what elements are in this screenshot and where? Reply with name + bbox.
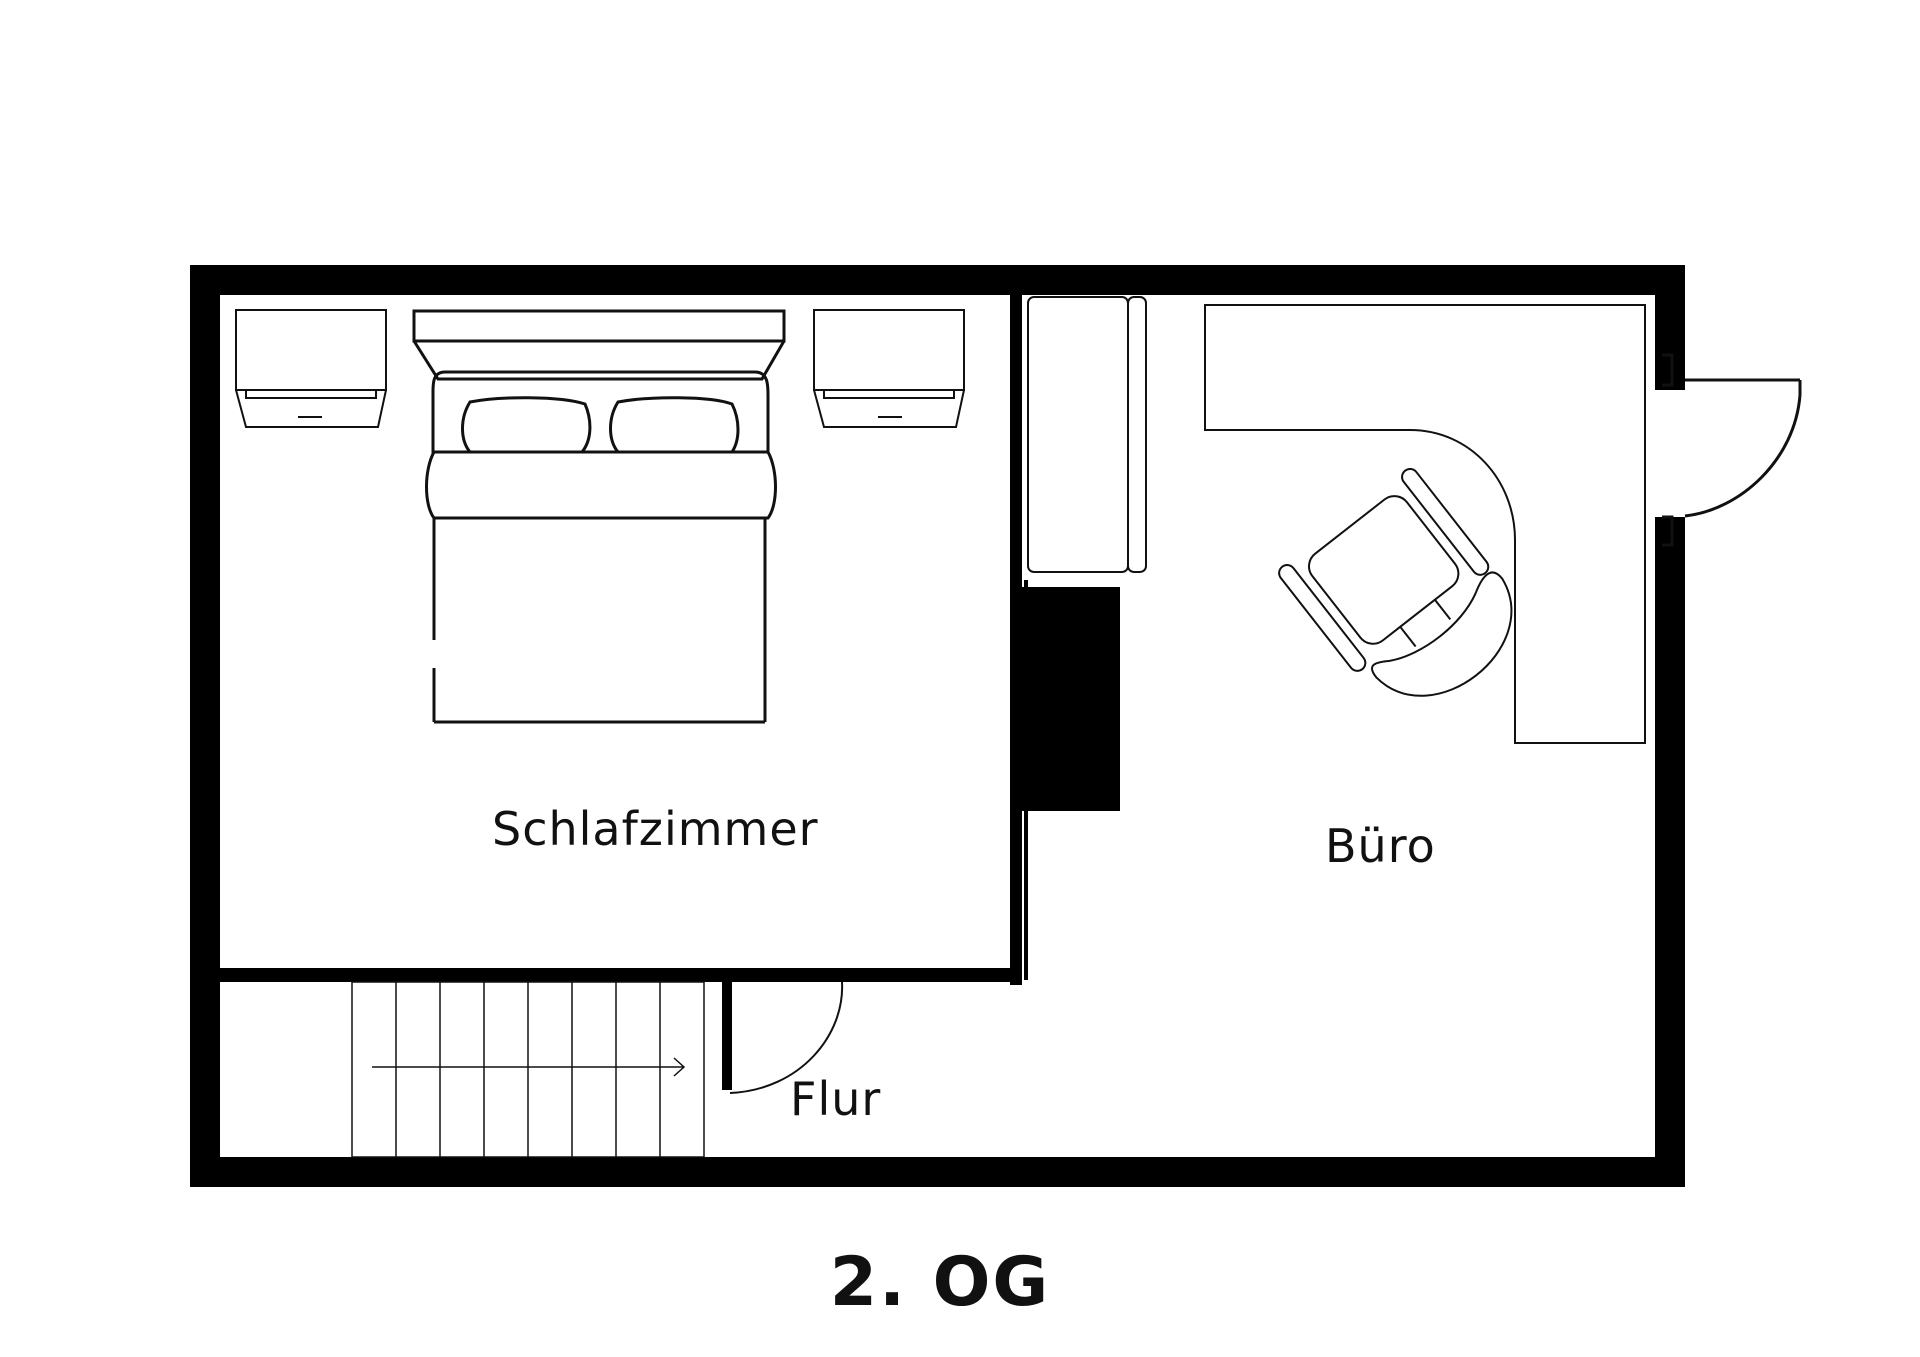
doors [729,353,1802,1094]
staircase [351,981,705,1158]
headboard [412,309,786,381]
bedroom-wall-right [1010,295,1022,985]
column-block [1022,587,1120,811]
outer-wall-top [190,265,1685,295]
outer-wall-left [190,265,220,1187]
corner-desk [1204,304,1646,744]
walls [190,265,1685,1187]
floor-label: 2. OG [830,1243,1050,1322]
sofa [1027,296,1147,573]
pillow-right [609,396,740,454]
bedroom-wall-bottom [220,968,1020,982]
double-bed [425,370,777,724]
pillow-left [461,396,592,454]
stair-direction-arrow [372,1057,686,1077]
nightstand-right [813,309,965,428]
office-chair [1278,467,1513,697]
bedroom-furniture [235,309,965,724]
room-label-office: Büro [1325,819,1436,873]
outer-wall-bottom [190,1157,1685,1187]
hallway-door-jamb [722,982,732,1090]
room-label-hallway: Flur [790,1072,881,1126]
outer-wall-right-upper [1655,265,1685,390]
hallway-door-swing [729,981,844,1094]
office-door [1662,353,1802,547]
office-furniture [1027,296,1646,744]
outer-wall-right-lower [1655,517,1685,1187]
room-label-bedroom: Schlafzimmer [492,802,819,856]
nightstand-left [235,309,387,428]
